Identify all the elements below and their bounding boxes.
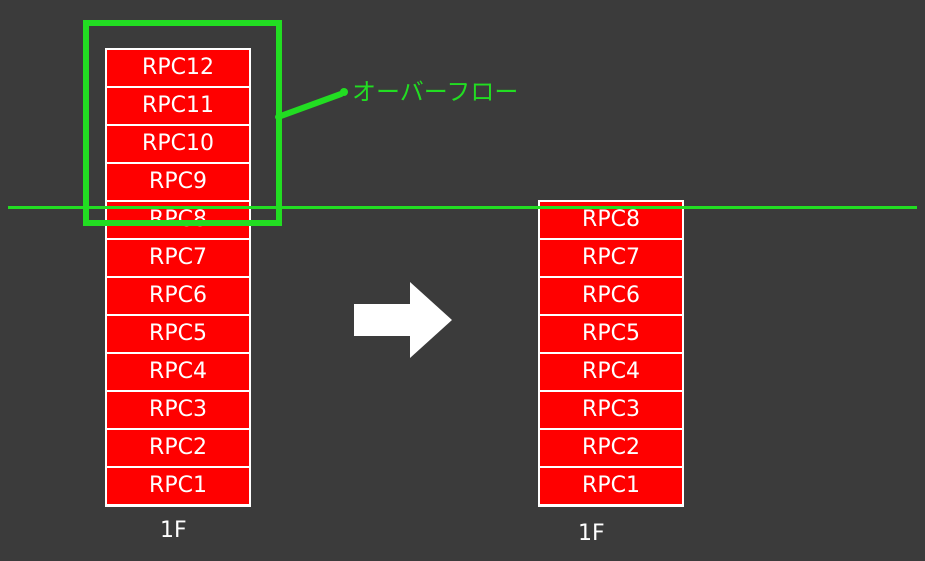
rpc-block: RPC5 — [107, 316, 249, 352]
rpc-block: RPC2 — [540, 430, 682, 466]
left-rpc-stack: RPC12 RPC11 RPC10 RPC9 RPC8 RPC7 RPC6 RP… — [105, 48, 251, 507]
rpc-block: RPC7 — [107, 240, 249, 276]
right-floor-label: 1F — [578, 521, 605, 546]
rpc-block: RPC6 — [107, 278, 249, 314]
capacity-line — [8, 206, 917, 209]
rpc-block: RPC7 — [540, 240, 682, 276]
overflow-highlight-box — [83, 20, 282, 226]
right-arrow-icon — [354, 282, 452, 358]
rpc-block: RPC3 — [540, 392, 682, 428]
left-floor-label: 1F — [160, 518, 187, 543]
rpc-block: RPC6 — [540, 278, 682, 314]
rpc-block: RPC4 — [540, 354, 682, 390]
rpc-block: RPC9 — [107, 164, 249, 200]
rpc-block: RPC1 — [107, 468, 249, 504]
rpc-block: RPC1 — [540, 468, 682, 504]
rpc-block: RPC2 — [107, 430, 249, 466]
rpc-block: RPC11 — [107, 88, 249, 124]
overflow-label: オーバーフロー — [352, 78, 519, 106]
rpc-block: RPC3 — [107, 392, 249, 428]
rpc-block: RPC4 — [107, 354, 249, 390]
right-rpc-stack: RPC8 RPC7 RPC6 RPC5 RPC4 RPC3 RPC2 RPC1 — [538, 200, 684, 507]
rpc-block: RPC5 — [540, 316, 682, 352]
rpc-block: RPC12 — [107, 50, 249, 86]
rpc-block: RPC10 — [107, 126, 249, 162]
